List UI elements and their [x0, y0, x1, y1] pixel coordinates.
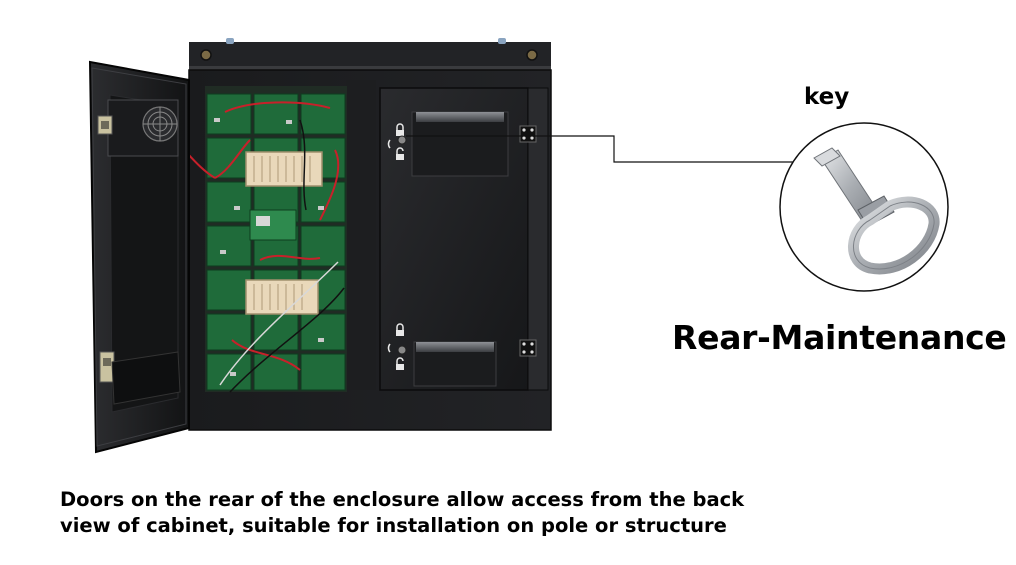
- mounting-bolt-icon: [200, 49, 212, 61]
- rear-door-open: [88, 60, 190, 454]
- power-supply-bottom: [245, 279, 319, 315]
- key-label: key: [804, 84, 850, 110]
- power-supply-top: [245, 151, 323, 187]
- caption-line-1: Doors on the rear of the enclosure allow…: [60, 488, 745, 511]
- lock-icon: [396, 123, 404, 136]
- cooling-fan-icon: [107, 99, 179, 157]
- mounting-bolt-icon: [526, 49, 538, 61]
- led-module-bay: [205, 86, 347, 393]
- hinge-icon: [519, 339, 537, 357]
- caption: Doors on the rear of the enclosure allow…: [60, 487, 820, 539]
- unlock-icon: [396, 147, 404, 160]
- key-icon: [813, 147, 940, 275]
- keyhole-icon: [397, 135, 407, 145]
- rotate-arrow-icon: [387, 139, 391, 149]
- callout-leader-line: [406, 135, 812, 163]
- key-magnifier: [779, 122, 949, 292]
- keyhole-icon: [397, 345, 407, 355]
- door-handle-icon: [99, 351, 115, 383]
- rotate-arrow-icon: [387, 343, 391, 353]
- hinge-icon: [519, 125, 537, 143]
- lock-icon: [396, 323, 404, 336]
- service-panel-closed: [379, 87, 549, 391]
- caption-line-2: view of cabinet, suitable for installati…: [60, 514, 727, 537]
- hinge-icon: [97, 115, 113, 135]
- unlock-icon: [396, 357, 404, 370]
- page-title: Rear-Maintenance: [672, 318, 1007, 357]
